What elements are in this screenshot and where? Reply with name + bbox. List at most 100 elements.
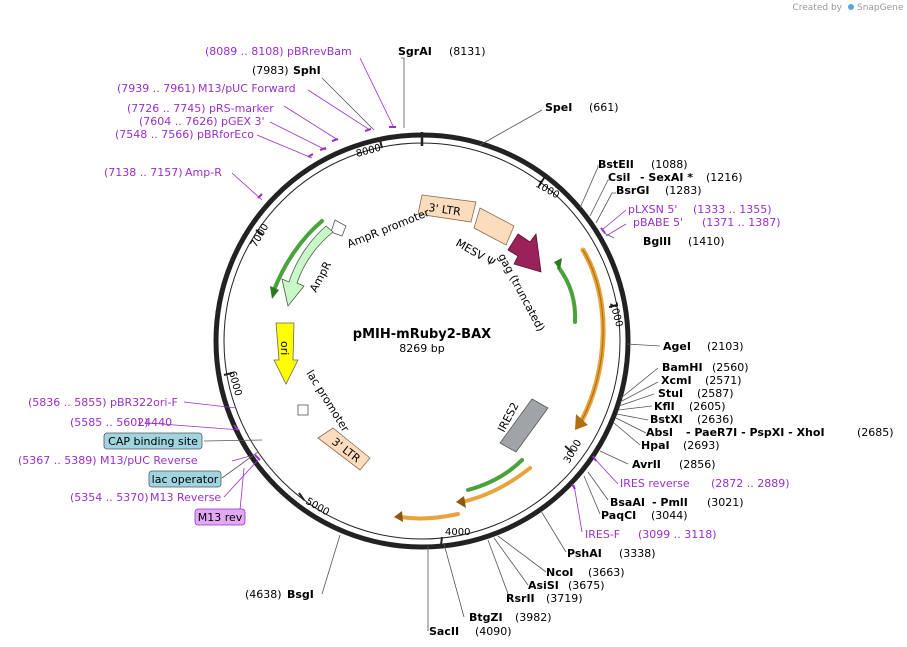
svg-text:SpeI: SpeI [545,101,572,114]
feature-ori [273,322,299,385]
plasmid-size: 8269 bp [399,342,444,355]
svg-text:(1371 .. 1387): (1371 .. 1387) [702,216,781,229]
svg-text:(3099 .. 3118): (3099 .. 3118) [638,528,717,541]
svg-text:(8089 .. 8108): (8089 .. 8108) [205,45,284,58]
svg-text:XcmI: XcmI [661,374,692,387]
lac-operator-box: lac operator [148,470,222,488]
site-bsgi: BsgI [287,588,314,601]
right-enzyme-labels: SpeI (661) BstEII (1088) CsiI - SexAI * … [429,101,894,638]
tick-label-4000: 4000 [445,527,470,538]
svg-text:BtgZI: BtgZI [469,611,503,624]
svg-text:(2856): (2856) [679,458,716,471]
svg-text:PshAI: PshAI [567,547,602,560]
svg-text:pBRrevBam: pBRrevBam [287,45,352,58]
primer-marks [233,126,606,490]
svg-text:(5354 .. 5370): (5354 .. 5370) [70,491,149,504]
site-bsgi-pos: (4638) [245,588,282,601]
svg-text:CAP binding site: CAP binding site [108,435,198,448]
svg-text:pBABE 5': pBABE 5' [633,216,683,229]
plasmid-name: pMIH-mRuby2-BAX [353,327,491,342]
tick-marks [223,139,618,546]
svg-text:AsiSI: AsiSI [528,579,559,592]
svg-text:KflI: KflI [654,400,675,413]
svg-text:(3663): (3663) [588,566,625,579]
primer-labels: (8089 .. 8108) pBRrevBam (7939 .. 7961) … [18,45,790,541]
svg-text:(5367 .. 5389): (5367 .. 5389) [18,454,97,467]
svg-text:RsrII: RsrII [506,592,535,605]
svg-text:IRES-F: IRES-F [585,528,620,541]
svg-text:pBRforEco: pBRforEco [197,128,254,141]
svg-text:(3719): (3719) [546,592,583,605]
m13-rev-box: M13 rev [194,508,246,526]
svg-text:(3675): (3675) [568,579,605,592]
primer-leader-lines [148,57,627,533]
svg-text:AgeI: AgeI [663,340,691,353]
svg-text:(2685): (2685) [857,426,894,439]
svg-text:M13 rev: M13 rev [198,511,243,524]
svg-text:- PmlI: - PmlI [652,496,688,509]
svg-text:(7548 .. 7566): (7548 .. 7566) [115,128,194,141]
svg-text:pGEX 3': pGEX 3' [221,115,265,128]
svg-text:NcoI: NcoI [546,566,573,579]
site-sphi: SphI [293,64,321,77]
svg-text:(5836 .. 5855): (5836 .. 5855) [28,396,107,409]
svg-text:(4090): (4090) [475,625,512,638]
enzyme-leader-lines [321,57,661,631]
feature-ltr-5: 3' LTR [417,194,477,223]
svg-text:SacII: SacII [429,625,459,638]
feature-ampr-promoter-label: AmpR promoter [345,206,431,251]
feature-ampr-label: AmpR [307,259,334,294]
svg-text:AbsI: AbsI [646,426,673,439]
feature-mesv-psi [473,207,515,246]
site-sphi-pos: (7983) [252,64,289,77]
svg-text:(7726 .. 7745): (7726 .. 7745) [127,102,206,115]
svg-text:(1410): (1410) [688,235,725,248]
svg-text:(661): (661) [589,101,619,114]
svg-text:(2587): (2587) [697,387,734,400]
cap-binding-site-box: CAP binding site [103,432,203,450]
svg-text:(3338): (3338) [619,547,656,560]
feature-lac-promoter-label: lac promoter [303,368,352,435]
svg-text:pBR322ori-F: pBR322ori-F [110,396,178,409]
snapgene-brand: SnapGene [857,3,904,13]
feature-lac-promoter [297,404,309,416]
svg-text:CsiI: CsiI [608,171,630,184]
svg-text:(5585 .. 5602): (5585 .. 5602) [70,416,149,429]
feature-ori-label: ori [278,341,291,355]
svg-text:(7604 .. 7626): (7604 .. 7626) [139,115,218,128]
svg-text:3' LTR: 3' LTR [428,201,462,218]
svg-text:(2571): (2571) [705,374,742,387]
svg-text:(1283): (1283) [665,184,702,197]
svg-text:(7939 .. 7961): (7939 .. 7961) [117,82,196,95]
svg-text:- SexAI *: - SexAI * [640,171,693,184]
feature-ires2 [499,398,549,453]
svg-text:(3044): (3044) [651,509,688,522]
svg-text:AvrII: AvrII [632,458,661,471]
svg-text:lac operator: lac operator [152,473,219,486]
svg-text:(2605): (2605) [689,400,726,413]
svg-text:(2693): (2693) [683,439,720,452]
orf-arrows [270,219,606,522]
svg-text:(1216): (1216) [706,171,743,184]
tick-label-2000: 2000 [607,301,624,328]
svg-text:BstXI: BstXI [650,413,683,426]
svg-text:pRS-marker: pRS-marker [209,102,274,115]
svg-text:StuI: StuI [658,387,683,400]
snapgene-logo-icon [848,4,854,10]
feature-ltr-3 [317,427,371,471]
svg-text:(3982): (3982) [515,611,552,624]
svg-text:BamHI: BamHI [662,361,703,374]
site-sgrai-pos: (8131) [449,45,486,58]
svg-text:(2872 .. 2889): (2872 .. 2889) [711,477,790,490]
svg-text:(2103): (2103) [707,340,744,353]
feature-gag [507,232,542,273]
feature-ampr [281,225,334,307]
svg-text:(1088): (1088) [651,158,688,171]
svg-text:- PaeR7I - PspXI - XhoI: - PaeR7I - PspXI - XhoI [686,426,825,439]
svg-text:M13/pUC Forward: M13/pUC Forward [198,82,296,95]
svg-text:Amp-R: Amp-R [185,166,222,179]
tick-label-3000: 3000 [562,438,584,466]
svg-text:(7138 .. 7157): (7138 .. 7157) [104,166,183,179]
svg-text:BglII: BglII [643,235,671,248]
